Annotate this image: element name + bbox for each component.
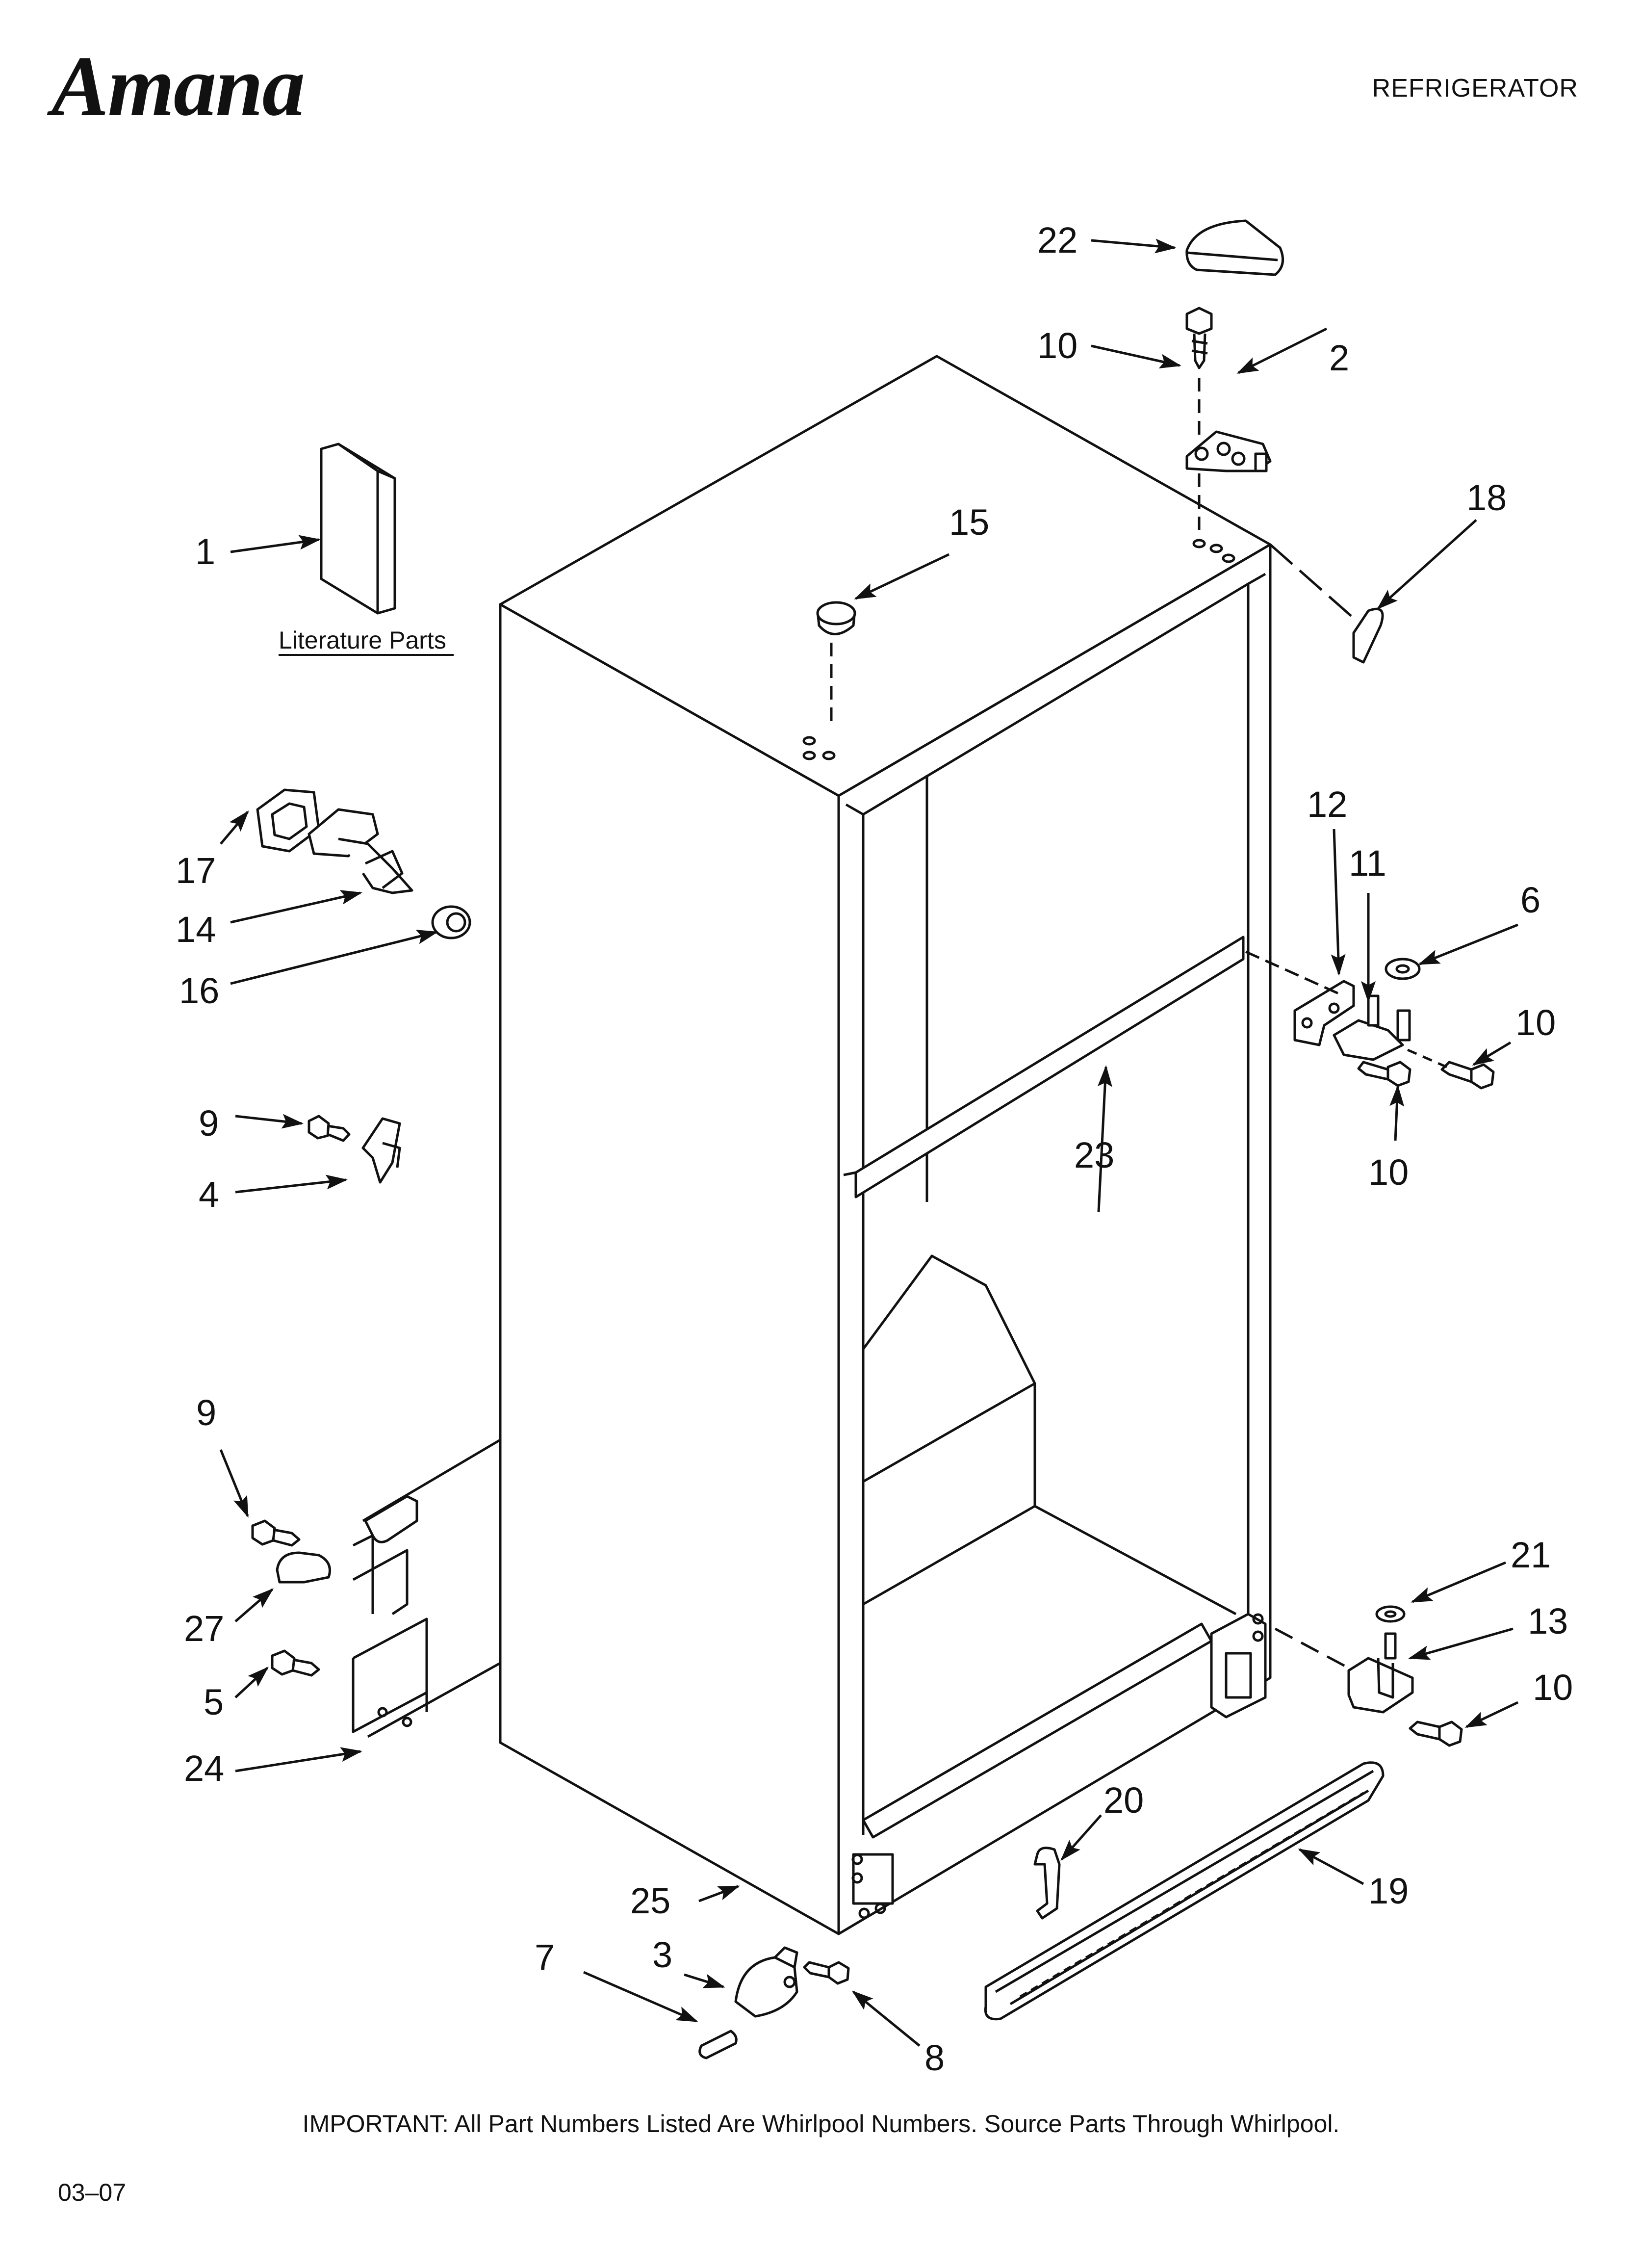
callout-5: 5 — [204, 1682, 224, 1722]
hinge-bracket-part — [361, 1117, 401, 1184]
callout-17: 17 — [176, 850, 216, 891]
mounting-bracket-part — [352, 1438, 501, 1738]
callout-10-bottom-screw: 10 — [1533, 1667, 1573, 1708]
clip-part — [276, 1551, 331, 1584]
callout-25: 25 — [630, 1880, 670, 1921]
callout-9-upper: 9 — [199, 1103, 219, 1144]
callout-13: 13 — [1528, 1601, 1568, 1642]
screw-part — [271, 1649, 320, 1677]
bottom-hinge-part — [1274, 1627, 1414, 1714]
pin-part — [698, 2030, 738, 2059]
callout-9-lower: 9 — [196, 1392, 216, 1433]
callout-2: 2 — [1329, 338, 1349, 378]
screw-part — [1185, 307, 1213, 369]
callout-16: 16 — [179, 970, 219, 1011]
hinge-pin-cover-part — [1352, 607, 1384, 664]
callout-18: 18 — [1466, 477, 1507, 518]
callout-21: 21 — [1511, 1535, 1551, 1575]
callout-6: 6 — [1520, 880, 1540, 920]
callout-8: 8 — [924, 2037, 945, 2078]
screw-part — [308, 1115, 351, 1142]
door-stop-part — [308, 808, 413, 894]
callout-23: 23 — [1074, 1135, 1114, 1175]
leveling-leg-part — [734, 1946, 798, 2018]
brand-logo: Amana — [51, 38, 305, 133]
footer-note: IMPORTANT: All Part Numbers Listed Are W… — [302, 2110, 1340, 2138]
hinge-cover-part — [1185, 219, 1284, 276]
screw-part — [1407, 1048, 1495, 1090]
clip-part — [1033, 1847, 1061, 1920]
callout-10-top-screw: 10 — [1037, 325, 1078, 366]
leader-arrows — [219, 238, 1519, 2047]
callout-4: 4 — [199, 1174, 219, 1215]
callout-labels: 22 10 2 18 1 15 17 14 16 12 11 6 10 10 2… — [176, 220, 1573, 2078]
screw-part — [803, 1961, 850, 1985]
callout-10-lower-screw: 10 — [1368, 1152, 1409, 1193]
callout-22: 22 — [1037, 220, 1078, 261]
date-code: 03–07 — [58, 2179, 127, 2206]
callout-12: 12 — [1307, 784, 1347, 825]
callout-11: 11 — [1349, 843, 1386, 884]
screw-part — [251, 1519, 301, 1547]
hinge-bracket-part — [1245, 950, 1355, 1046]
literature-parts-label: Literature Parts — [279, 626, 446, 654]
callout-24: 24 — [184, 1748, 224, 1789]
screw-part — [1409, 1721, 1463, 1747]
callout-7: 7 — [535, 1937, 555, 1978]
screw-part — [1357, 1061, 1411, 1087]
plug-part — [816, 601, 856, 626]
gasket-part — [256, 788, 320, 853]
callout-10-right-screw: 10 — [1515, 1002, 1556, 1043]
washer-part — [1375, 1605, 1406, 1623]
callout-1: 1 — [195, 531, 215, 572]
callout-20: 20 — [1103, 1780, 1144, 1821]
washer-part — [1385, 958, 1421, 980]
callout-3: 3 — [652, 1934, 672, 1975]
refrigerator-cabinet — [499, 355, 1272, 1935]
callout-19: 19 — [1368, 1871, 1409, 1911]
toe-grille-part — [984, 1761, 1385, 2021]
literature-parts-box — [320, 443, 396, 615]
callout-15: 15 — [949, 502, 989, 543]
callout-27: 27 — [184, 1608, 224, 1649]
callout-14: 14 — [176, 909, 216, 950]
middle-hinge-part — [1333, 994, 1411, 1061]
document-type: REFRIGERATOR — [1372, 74, 1578, 103]
